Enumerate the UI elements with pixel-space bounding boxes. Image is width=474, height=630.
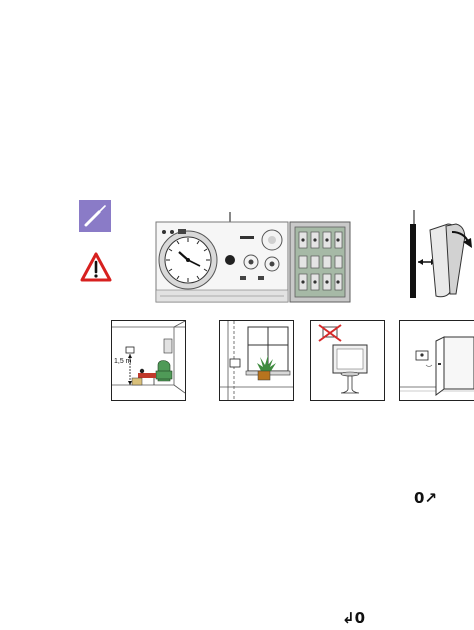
scene-forbidden-heat-source bbox=[310, 320, 385, 401]
forbidden-icon bbox=[318, 324, 342, 342]
scene-near-door bbox=[399, 320, 474, 401]
screwdriver-icon bbox=[79, 200, 111, 232]
scene-living-room: 1,5 m bbox=[111, 320, 186, 401]
warning-triangle-icon bbox=[80, 252, 112, 282]
scene-window-plant bbox=[219, 320, 294, 401]
height-label: 1,5 m bbox=[114, 358, 132, 365]
wall-mounting-illustration bbox=[396, 208, 474, 302]
rotate-counterclockwise-symbol: ↲0 bbox=[342, 609, 366, 627]
thermostat-illustration bbox=[148, 208, 354, 308]
rotate-clockwise-symbol: 0↗ bbox=[414, 489, 438, 507]
